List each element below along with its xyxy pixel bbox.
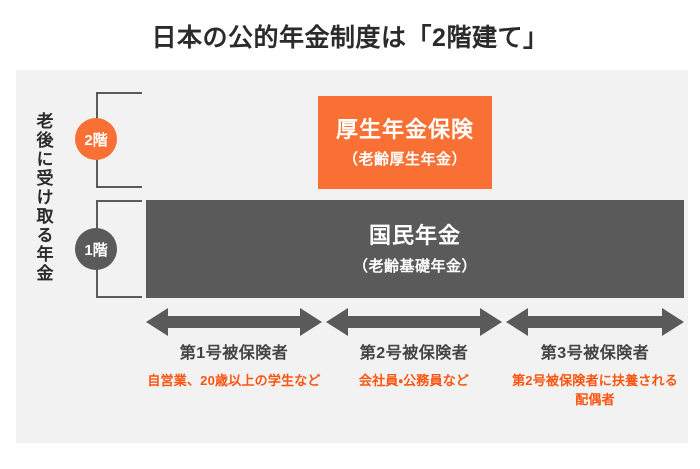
side-label-pension-after-retirement: 老後に受け取る年金 bbox=[33, 111, 53, 283]
insured-category-3: 第3号被保険者 第2号被保険者に扶養される配偶者 bbox=[506, 344, 684, 410]
double-headed-arrow-icon-category-2 bbox=[326, 306, 502, 338]
box-national-pension-title: 国民年金 bbox=[368, 223, 461, 249]
arrow-row bbox=[146, 306, 684, 338]
insured-category-2-title: 第2号被保険者 bbox=[359, 345, 469, 362]
insured-category-1-description: 自営業、20歳以上の学生など bbox=[147, 373, 321, 389]
box-national-pension-subtitle: （老齢基礎年金） bbox=[352, 257, 477, 275]
box-employees-pension-subtitle: （老齢厚生年金） bbox=[342, 151, 467, 169]
insured-category-2-description: 会社員・公務員など bbox=[358, 373, 470, 389]
insured-category-3-title: 第3号被保険者 bbox=[540, 345, 650, 362]
double-headed-arrow-icon-category-3 bbox=[506, 306, 684, 338]
box-employees-pension-insurance: 厚生年金保険 （老齢厚生年金） bbox=[318, 96, 492, 189]
badge-tier-2: 2階 bbox=[75, 118, 117, 160]
box-employees-pension-title: 厚生年金保険 bbox=[335, 116, 474, 142]
badge-tier-1: 1階 bbox=[75, 228, 117, 270]
insured-category-labels: 第1号被保険者 自営業、20歳以上の学生など 第2号被保険者 会社員・公務員など… bbox=[146, 344, 684, 439]
box-national-pension: 国民年金 （老齢基礎年金） bbox=[146, 200, 684, 298]
insured-category-3-description: 第2号被保険者に扶養される配偶者 bbox=[512, 373, 678, 408]
double-headed-arrow-icon-category-1 bbox=[146, 306, 322, 338]
insured-category-1-title: 第1号被保険者 bbox=[179, 345, 289, 362]
insured-category-2: 第2号被保険者 会社員・公務員など bbox=[326, 344, 502, 391]
page-title: 日本の公的年金制度は「2階建て」 bbox=[151, 24, 549, 52]
insured-category-1: 第1号被保険者 自営業、20歳以上の学生など bbox=[146, 344, 322, 391]
